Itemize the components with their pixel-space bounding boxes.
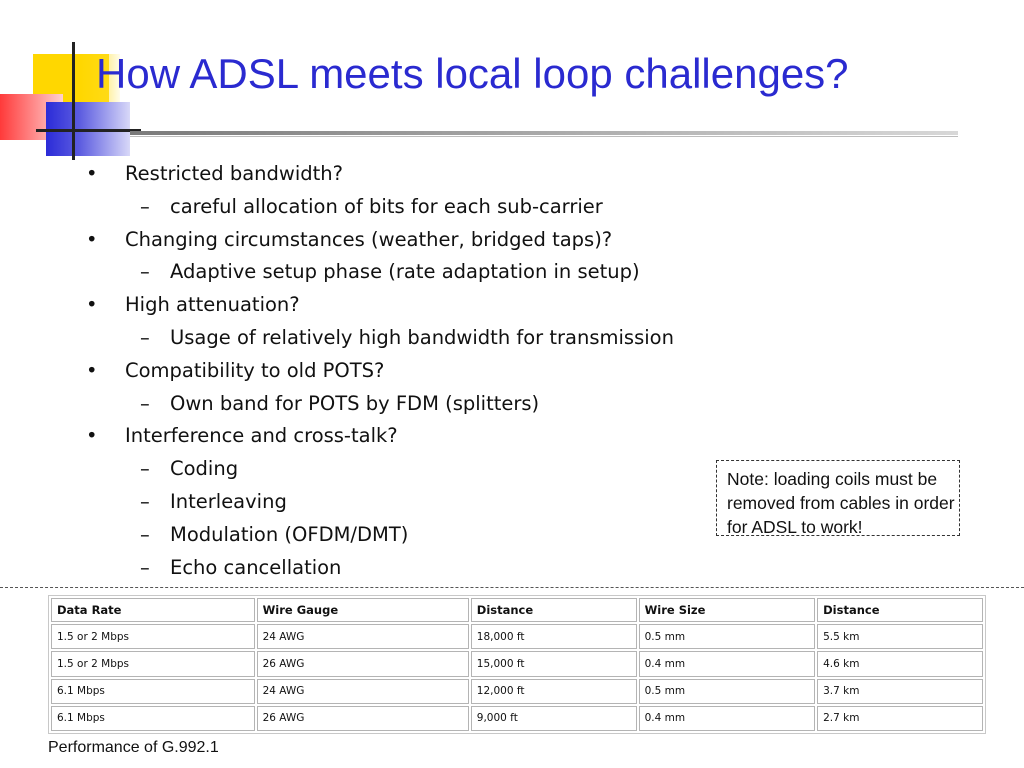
table-cell: 12,000 ft	[470, 678, 637, 704]
dash-marker: –	[140, 457, 150, 481]
note-box: Note: loading coils must be removed from…	[716, 460, 960, 537]
bullet-text: Echo cancellation	[170, 555, 342, 579]
table-cell: 6.1 Mbps	[51, 678, 255, 704]
dash-marker: –	[140, 489, 150, 513]
dash-marker: –	[140, 325, 150, 349]
title-underline-thin	[130, 136, 958, 137]
dashed-separator	[0, 587, 1024, 588]
bullet-marker: •	[86, 358, 98, 382]
bullet-marker: •	[86, 424, 98, 448]
table-cell: 0.4 mm	[638, 705, 816, 731]
bullet-text: Compatibility to old POTS?	[125, 358, 385, 382]
sub-bullet-item: –Coding	[86, 453, 726, 486]
bullet-text: Coding	[170, 457, 239, 481]
dash-marker: –	[140, 260, 150, 284]
table-header-cell: Distance	[470, 598, 637, 622]
table-cell: 0.5 mm	[638, 624, 816, 650]
sub-bullet-item: –Usage of relatively high bandwidth for …	[86, 322, 726, 355]
table-cell: 24 AWG	[256, 624, 469, 650]
table-header-cell: Distance	[817, 598, 983, 622]
bullet-item: • High attenuation?	[86, 289, 726, 322]
table-cell: 1.5 or 2 Mbps	[51, 651, 255, 677]
table-cell: 1.5 or 2 Mbps	[51, 624, 255, 650]
table-caption: Performance of G.992.1	[48, 739, 219, 756]
table-cell: 5.5 km	[817, 624, 983, 650]
bullet-item: • Compatibility to old POTS?	[86, 355, 726, 388]
logo-vertical-line	[72, 42, 75, 160]
bullet-list: •Restricted bandwidth?–careful allocatio…	[86, 158, 726, 584]
table-header-cell: Data Rate	[51, 598, 255, 622]
bullet-text: Adaptive setup phase (rate adaptation in…	[170, 260, 640, 284]
bullet-marker: •	[86, 162, 98, 185]
sub-bullet-item: –careful allocation of bits for each sub…	[86, 191, 726, 224]
bullet-text: Interference and cross-talk?	[125, 424, 398, 448]
sub-bullet-item: –Echo cancellation	[86, 552, 726, 585]
table-cell: 3.7 km	[817, 678, 983, 704]
table-cell: 4.6 km	[817, 651, 983, 677]
bullet-text: Own band for POTS by FDM (splitters)	[170, 391, 540, 415]
table-cell: 6.1 Mbps	[51, 705, 255, 731]
title-underline	[130, 131, 958, 135]
table-header-cell: Wire Size	[638, 598, 816, 622]
bullet-text: Restricted bandwidth?	[125, 162, 344, 185]
dash-marker: –	[140, 522, 150, 546]
bullet-text: Interleaving	[170, 489, 287, 513]
dash-marker: –	[140, 194, 150, 218]
table-header-cell: Wire Gauge	[256, 598, 469, 622]
bullet-text: Modulation (OFDM/DMT)	[170, 522, 409, 546]
bullet-item: • Restricted bandwidth?	[86, 158, 726, 191]
logo-horizontal-line	[36, 129, 141, 132]
slide-logo-graphic	[0, 40, 141, 165]
table-cell: 2.7 km	[817, 705, 983, 731]
sub-bullet-item: –Adaptive setup phase (rate adaptation i…	[86, 256, 726, 289]
sub-bullet-item: –Interleaving	[86, 486, 726, 519]
table-cell: 0.4 mm	[638, 651, 816, 677]
bullet-text: High attenuation?	[125, 293, 300, 317]
dash-marker: –	[140, 555, 150, 579]
table-cell: 9,000 ft	[470, 705, 637, 731]
bullet-marker: •	[86, 293, 98, 317]
bullet-text: Usage of relatively high bandwidth for t…	[170, 325, 674, 349]
sub-bullet-item: –Own band for POTS by FDM (splitters)	[86, 388, 726, 421]
table-cell: 18,000 ft	[470, 624, 637, 650]
table-cell: 15,000 ft	[470, 651, 637, 677]
bullet-marker: •	[86, 227, 98, 251]
bullet-item: • Changing circumstances (weather, bridge…	[86, 224, 726, 257]
sub-bullet-item: –Modulation (OFDM/DMT)	[86, 519, 726, 552]
table-cell: 26 AWG	[256, 651, 469, 677]
table-cell: 26 AWG	[256, 705, 469, 731]
table-cell: 24 AWG	[256, 678, 469, 704]
bullet-text: careful allocation of bits for each sub-…	[170, 194, 603, 218]
table-cell: 0.5 mm	[638, 678, 816, 704]
bullet-item: • Interference and cross-talk?	[86, 420, 726, 453]
slide-title: How ADSL meets local loop challenges?	[96, 50, 849, 97]
bullet-text: Changing circumstances (weather, bridged…	[125, 227, 613, 251]
dash-marker: –	[140, 391, 150, 415]
